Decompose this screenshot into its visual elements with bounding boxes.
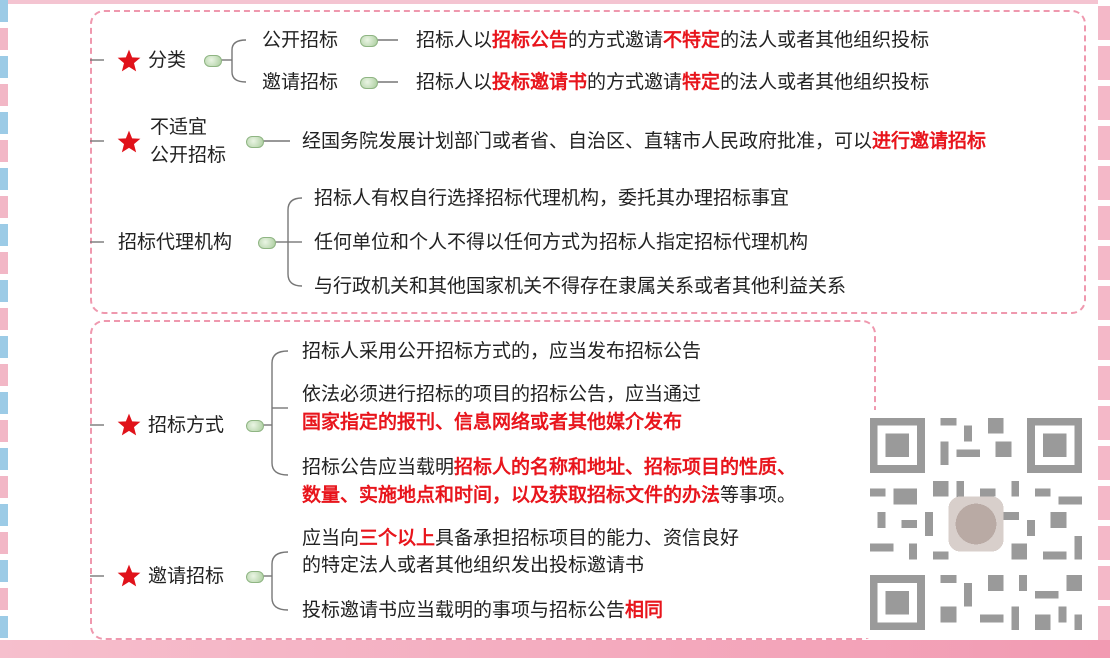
category-collapse-knob[interactable] xyxy=(204,55,222,67)
agency-knob[interactable] xyxy=(258,237,276,249)
unsuitable-desc: 经国务院发展计划部门或者省、自治区、直辖市人民政府批准，可以进行邀请招标 xyxy=(302,127,986,155)
method-item-3-line2: 数量、实施地点和时间，以及获取招标文件的办法等事项。 xyxy=(302,481,796,509)
agency-item: 招标人有权自行选择招标代理机构，委托其办理招标事宜 xyxy=(314,184,789,212)
method-item-2-line1: 依法必须进行招标的项目的招标公告，应当通过 xyxy=(302,380,701,408)
highlight-text: 投标邀请书 xyxy=(492,71,587,93)
text-segment: 等事项。 xyxy=(720,484,796,506)
left-decorative-edge xyxy=(0,0,8,658)
method-item-1: 招标人采用公开招标方式的，应当发布招标公告 xyxy=(302,337,701,365)
unsuitable-label-line2: 公开招标 xyxy=(150,141,226,169)
highlight-text: 招标人的名称和地址、招标项目的性质、 xyxy=(454,456,796,478)
highlight-text: 三个以上 xyxy=(359,527,435,549)
text-segment: 招标公告应当载明 xyxy=(302,456,454,478)
method-label: 招标方式 xyxy=(148,411,224,439)
agency-item: 任何单位和个人不得以任何方式为招标人指定招标代理机构 xyxy=(314,228,808,256)
highlight-text: 特定 xyxy=(682,71,720,93)
method-knob[interactable] xyxy=(246,420,264,432)
text-segment: 应当向 xyxy=(302,527,359,549)
open-bidding-desc: 招标人以招标公告的方式邀请不特定的法人或者其他组织投标 xyxy=(416,26,929,54)
text-segment: 的方式邀请 xyxy=(587,71,682,93)
highlight-text: 数量、实施地点和时间，以及获取招标文件的办法 xyxy=(302,484,720,506)
invite-item-1-line1: 应当向三个以上具备承担招标项目的能力、资信良好 xyxy=(302,524,739,552)
agency-label: 招标代理机构 xyxy=(118,228,232,256)
text-segment: 具备承担招标项目的能力、资信良好 xyxy=(435,527,739,549)
invite-knob[interactable] xyxy=(246,571,264,583)
highlight-text: 招标公告 xyxy=(492,29,568,51)
unsuitable-label-line1: 不适宜 xyxy=(150,113,207,141)
invite-bidding-desc: 招标人以投标邀请书的方式邀请特定的法人或者其他组织投标 xyxy=(416,68,929,96)
text-segment: 的法人或者其他组织投标 xyxy=(720,29,929,51)
text-segment: 招标人以 xyxy=(416,29,492,51)
right-decorative-edge xyxy=(1098,0,1110,658)
highlight-text: 进行邀请招标 xyxy=(872,130,986,152)
text-segment: 经国务院发展计划部门或者省、自治区、直辖市人民政府批准，可以 xyxy=(302,130,872,152)
star-icon xyxy=(116,412,142,438)
open-bidding-label: 公开招标 xyxy=(262,26,338,54)
top-edge xyxy=(0,0,1110,4)
star-icon xyxy=(116,129,142,155)
text-segment: 招标人以 xyxy=(416,71,492,93)
category-label: 分类 xyxy=(148,46,186,74)
invite-bidding-label: 邀请招标 xyxy=(262,68,338,96)
method-item-3-line1: 招标公告应当载明招标人的名称和地址、招标项目的性质、 xyxy=(302,453,796,481)
qr-code-image xyxy=(862,410,1090,638)
star-icon xyxy=(116,48,142,74)
section-box-1 xyxy=(90,10,1086,314)
invite-item-2: 投标邀请书应当载明的事项与招标公告相同 xyxy=(302,596,663,624)
highlight-text: 相同 xyxy=(625,599,663,621)
method-item-2-line2: 国家指定的报刊、信息网络或者其他媒介发布 xyxy=(302,408,682,436)
text-segment: 投标邀请书应当载明的事项与招标公告 xyxy=(302,599,625,621)
highlight-text: 不特定 xyxy=(663,29,720,51)
invite-bidding-knob[interactable] xyxy=(360,77,378,89)
text-segment: 的方式邀请 xyxy=(568,29,663,51)
unsuitable-knob[interactable] xyxy=(246,136,264,148)
invite-item-1-line2: 的特定法人或者其他组织发出投标邀请书 xyxy=(302,551,644,579)
bottom-decorative-edge xyxy=(0,640,1110,658)
star-icon xyxy=(116,563,142,589)
invite-label: 邀请招标 xyxy=(148,562,224,590)
text-segment: 的法人或者其他组织投标 xyxy=(720,71,929,93)
open-bidding-knob[interactable] xyxy=(360,35,378,47)
agency-item: 与行政机关和其他国家机关不得存在隶属关系或者其他利益关系 xyxy=(314,272,846,300)
